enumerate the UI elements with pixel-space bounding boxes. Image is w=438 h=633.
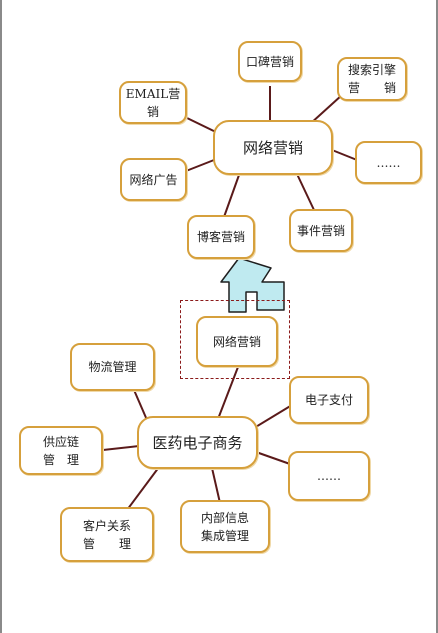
connector-bottom-supply-chain: [102, 445, 140, 451]
hub-pharma-ecommerce: 医药电子商务: [137, 416, 258, 469]
highlight-frame: [180, 300, 290, 379]
node-internal-info: 内部信息 集成管理: [180, 500, 270, 553]
node-blog: 博客营销: [187, 215, 255, 259]
connector-bottom-e-payment: [253, 404, 293, 429]
node-network-marketing: 网络营销: [196, 316, 278, 367]
node-more-top: ……: [355, 141, 422, 184]
connector-top-more: [331, 149, 358, 161]
node-logistics: 物流管理: [70, 343, 155, 391]
node-crm: 客户关系 管 理: [60, 507, 154, 562]
connector-bottom-internal-info: [211, 467, 221, 504]
node-search-engine: 搜索引擎 营 销: [337, 57, 407, 101]
node-more-bottom: ……: [288, 451, 370, 501]
connector-bottom-network-marketing: [217, 366, 239, 420]
node-e-payment: 电子支付: [289, 376, 369, 424]
connector-top-blog: [223, 174, 240, 218]
connector-top-search-engine: [309, 94, 343, 125]
node-supply-chain: 供应链 管 理: [19, 426, 103, 475]
connector-top-event: [296, 173, 315, 211]
connector-bottom-crm: [126, 462, 163, 511]
connector-bottom-logistics: [133, 389, 148, 421]
connector-top-web-ad: [185, 159, 215, 172]
node-event: 事件营销: [289, 209, 353, 252]
hub-network-marketing: 网络营销: [213, 120, 333, 175]
connector-bottom-more: [255, 451, 291, 465]
node-word-of-mouth: 口碑营销: [238, 41, 302, 82]
node-web-ad: 网络广告: [120, 158, 187, 201]
node-email: EMAIL营销: [119, 81, 187, 124]
